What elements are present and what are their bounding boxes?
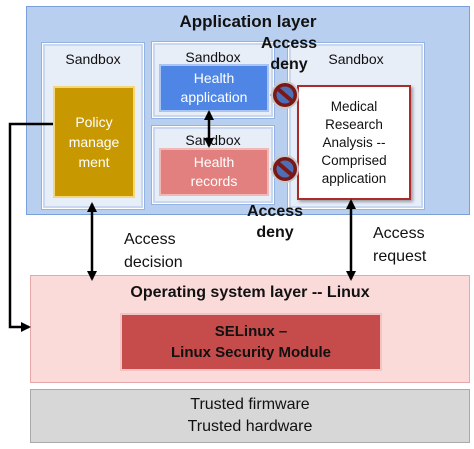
health-records-label: Health records: [190, 154, 238, 189]
sandbox-label: Sandbox: [185, 49, 241, 65]
hardware-layer: Trusted firmware Trusted hardware: [30, 389, 470, 443]
policy-management-label: Policy manage ment: [68, 114, 120, 170]
policy-management-box: Policy manage ment: [53, 86, 135, 198]
hardware-layer-label: Trusted firmware Trusted hardware: [187, 396, 313, 435]
health-records-box: Health records: [159, 148, 269, 196]
access-request-label: Access request: [373, 225, 427, 265]
policy-to-os-arrow: [8, 122, 53, 332]
medical-research-box: Medical Research Analysis -- Comprised a…: [297, 85, 411, 200]
health-application-label: Health application: [180, 70, 248, 105]
no-entry-icon: [271, 155, 299, 183]
access-deny-top-label: Access deny: [260, 35, 318, 73]
sandbox-label: Sandbox: [65, 51, 121, 67]
no-entry-icon: [271, 81, 299, 109]
selinux-label: SELinux – Linux Security Module: [170, 323, 332, 361]
selinux-box: SELinux – Linux Security Module: [120, 313, 382, 371]
sandbox-label: Sandbox: [328, 51, 384, 67]
health-application-box: Health application: [159, 64, 269, 112]
application-layer-title: Application layer: [179, 12, 317, 31]
os-layer-title: Operating system layer -- Linux: [130, 284, 370, 301]
medical-research-label: Medical Research Analysis -- Comprised a…: [321, 98, 387, 186]
access-deny-bottom-label: Access deny: [246, 203, 304, 241]
access-decision-label: Access decision: [124, 231, 183, 271]
